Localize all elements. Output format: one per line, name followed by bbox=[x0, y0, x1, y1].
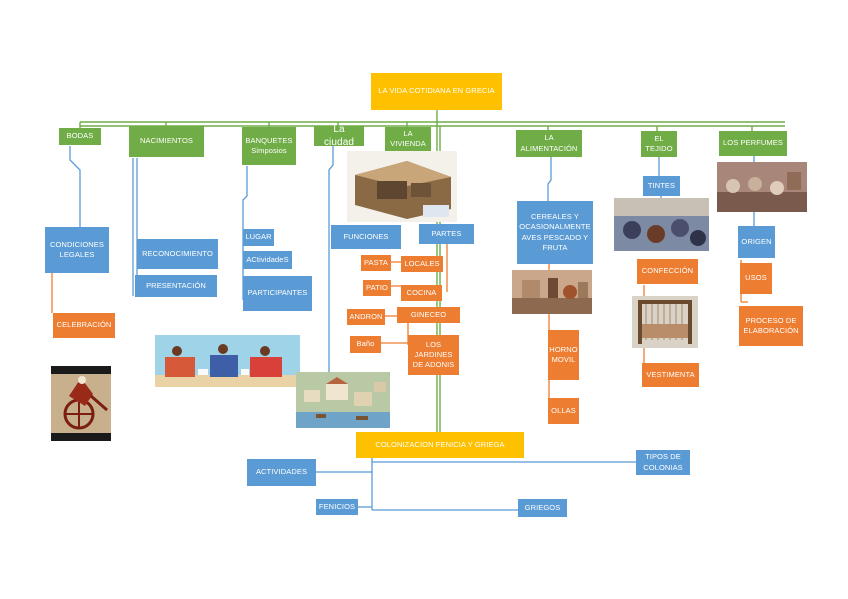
horno-movil-node: HORNO MOVIL bbox=[548, 330, 579, 380]
pasta-node: PASTA bbox=[361, 255, 391, 271]
branch-banquetes: BANQUETES Simposios bbox=[242, 127, 296, 165]
kitchen-image bbox=[512, 270, 592, 314]
tipos-colonias-node: TIPOS DE COLONIAS bbox=[636, 450, 690, 475]
tintes-node: TINTES bbox=[643, 176, 680, 196]
branch-ciudad: La ciudad bbox=[314, 124, 364, 148]
fenicios-node: FENICIOS bbox=[316, 499, 358, 515]
origen-node: ORIGEN bbox=[738, 226, 775, 258]
loom-image bbox=[632, 296, 698, 348]
vestimenta-node: VESTIMENTA bbox=[642, 363, 699, 387]
map-title: LA VIDA COTIDIANA EN GRECIA bbox=[371, 73, 502, 110]
perfume-workshop-image bbox=[717, 162, 807, 212]
condiciones-legales-node: CONDICIONES LEGALES bbox=[45, 227, 109, 273]
chariot-vase-image bbox=[51, 366, 111, 441]
branch-nacimientos: NACIMIENTOS bbox=[129, 126, 204, 157]
house-model-image bbox=[347, 151, 457, 222]
banquet-painting-image bbox=[155, 335, 300, 387]
gineceo-node: GINECEO bbox=[397, 307, 460, 323]
lugar-node: LUGAR bbox=[243, 229, 274, 246]
branch-tejido: EL TEJIDO bbox=[641, 131, 677, 157]
partes-node: PARTES bbox=[419, 224, 474, 244]
celebracion-node: CELEBRACIÓN bbox=[53, 313, 115, 338]
griegos-node: GRIEGOS bbox=[518, 499, 567, 517]
colonizacion-node: COLONIZACION FENICIA Y GRIEGA bbox=[356, 432, 524, 458]
cereales-node: CEREALES Y OCASIONALMENTE AVES PESCADO Y… bbox=[517, 201, 593, 264]
city-illustration-image bbox=[296, 372, 390, 428]
participantes-node: PARTICIPANTES bbox=[243, 276, 312, 311]
reconocimiento-node: RECONOCIMIENTO bbox=[137, 239, 218, 269]
andron-node: ANDRON bbox=[347, 309, 385, 325]
actividades-colonias-node: ACTIVIDADES bbox=[247, 459, 316, 486]
locales-node: LOCALES bbox=[401, 256, 443, 272]
proceso-elaboracion-node: PROCESO DE ELABORACIÓN bbox=[739, 306, 803, 346]
bano-node: Baño bbox=[350, 336, 381, 353]
usos-node: USOS bbox=[740, 263, 772, 294]
branch-alimentacion: LA ALIMENTACIÓN bbox=[516, 130, 582, 157]
patio-node: PATIO bbox=[363, 280, 391, 296]
branch-vivienda: LA VIVIENDA bbox=[385, 127, 431, 151]
ollas-node: OLLAS bbox=[548, 398, 579, 424]
confeccion-node: CONFECCIÓN bbox=[637, 259, 698, 284]
branch-perfumes: LOS PERFUMES bbox=[719, 131, 787, 156]
jardines-adonis-node: LOS JARDINES DE ADONIS bbox=[408, 335, 459, 375]
funciones-node: FUNCIONES bbox=[331, 225, 401, 249]
dye-vats-image bbox=[614, 198, 709, 251]
cocina-node: COCINA bbox=[401, 285, 442, 301]
presentacion-node: PRESENTACIÓN bbox=[135, 275, 217, 297]
actividades-banquete-node: ACtividadeS bbox=[243, 251, 292, 269]
branch-bodas: BODAS bbox=[59, 128, 101, 145]
